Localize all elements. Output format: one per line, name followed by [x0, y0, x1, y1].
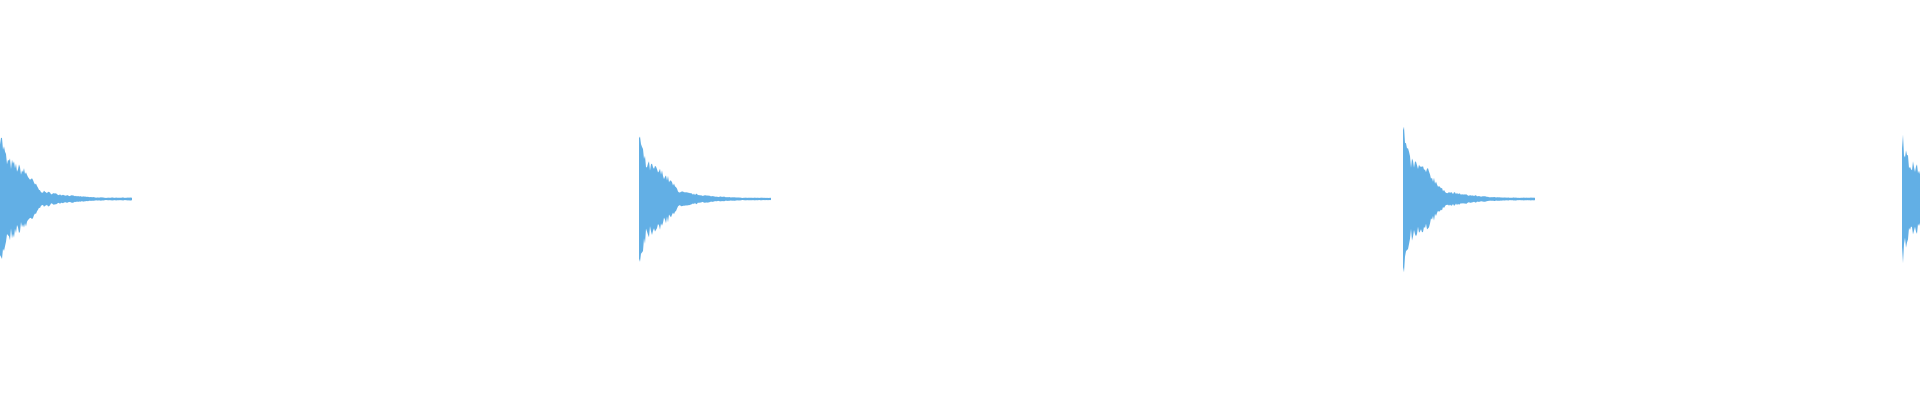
- waveform-hits: [0, 126, 1920, 273]
- waveform-hit-3: [1403, 126, 1535, 273]
- waveform-hit-1: [0, 137, 132, 259]
